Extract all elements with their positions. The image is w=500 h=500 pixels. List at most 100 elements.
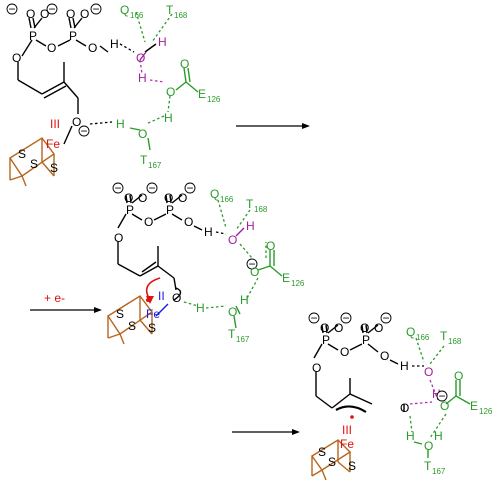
atom-o: O	[440, 399, 449, 413]
atom-fe: Fe	[340, 437, 354, 451]
atom-o: O	[164, 191, 173, 205]
panel-3-product-complex	[310, 324, 471, 481]
atom-o: O	[312, 361, 321, 375]
water-o: O	[424, 365, 433, 379]
charge-minus: −	[383, 311, 390, 325]
residue-number: 126	[291, 279, 305, 288]
atom-o: O	[228, 305, 237, 319]
atom-o: O	[424, 439, 433, 453]
atom-h: H	[116, 117, 125, 131]
water-h: H	[432, 387, 441, 401]
residue-number: 126	[207, 95, 221, 104]
water-h: H	[158, 35, 167, 49]
atom-o: O	[180, 57, 189, 71]
arrowhead	[302, 123, 310, 129]
atom-o: O	[47, 41, 56, 55]
residue-t: T	[440, 329, 448, 343]
atom-p: P	[166, 203, 174, 217]
radical-dot	[146, 298, 150, 302]
atom-o: O	[250, 265, 259, 279]
residue-e: E	[198, 87, 206, 101]
atom-o: O	[138, 191, 147, 205]
atom-s: S	[328, 455, 336, 469]
water-o: O	[228, 233, 237, 247]
atom-h: H	[400, 359, 409, 373]
water-o: O	[136, 51, 145, 65]
residue-number: 166	[416, 333, 430, 342]
residue-t: T	[228, 327, 236, 341]
residue-q: Q	[406, 325, 415, 339]
atom-o: O	[374, 321, 383, 335]
residue-number: 168	[254, 205, 268, 214]
atom-o: O	[144, 215, 153, 229]
fe-oxidation-iii: III	[50, 117, 60, 131]
atom-p: P	[322, 333, 330, 347]
atom-o: O	[178, 191, 187, 205]
charge-minus: −	[9, 2, 16, 16]
atom-o: O	[166, 85, 175, 99]
water-h: H	[246, 219, 255, 233]
atom-o: O	[380, 349, 389, 363]
water-h: H	[138, 71, 147, 85]
residue-t: T	[166, 3, 174, 17]
atom-s: S	[116, 307, 124, 321]
residue-t: T	[424, 459, 432, 473]
residue-number: 168	[448, 337, 462, 346]
panel-1-fe3-substrate-complex	[9, 11, 199, 187]
atom-o: O	[114, 231, 123, 245]
atom-s: S	[50, 161, 58, 175]
atom-s: S	[318, 445, 326, 459]
residue-q: Q	[210, 187, 219, 201]
atom-h: H	[406, 429, 415, 443]
atom-h: H	[204, 225, 213, 239]
atom-o: O	[184, 215, 193, 229]
atom-s: S	[128, 319, 136, 333]
atom-p: P	[29, 29, 37, 43]
charge-minus: −	[49, 2, 56, 16]
panel-2-fe2-radical-complex	[107, 194, 283, 345]
atom-o: O	[66, 7, 75, 21]
atom-o: O	[72, 115, 81, 129]
atom-p: P	[362, 333, 370, 347]
residue-number: 167	[236, 335, 250, 344]
atom-o: O	[80, 7, 89, 21]
atom-s: S	[18, 147, 26, 161]
atom-s: S	[30, 157, 38, 171]
arrowhead	[292, 429, 300, 435]
residue-t: T	[246, 197, 254, 211]
atom-o: O	[138, 127, 147, 141]
atom-o: O	[40, 7, 49, 21]
residue-e: E	[282, 271, 290, 285]
charge-minus: −	[149, 181, 156, 195]
residue-e: E	[470, 399, 478, 413]
residue-number: 168	[174, 11, 188, 20]
atom-o: O	[334, 321, 343, 335]
charge-minus: −	[187, 181, 194, 195]
atom-h: H	[164, 111, 173, 125]
atom-o: O	[454, 369, 463, 383]
panel-3-labels: − − − O O O O P P O O O H O Q 166 T 168 …	[308, 311, 493, 476]
atom-o: O	[124, 191, 133, 205]
atom-o: O	[12, 51, 21, 65]
charge-minus: −	[249, 257, 256, 271]
residue-number: 167	[148, 161, 162, 170]
residue-number: 166	[130, 11, 144, 20]
charge-minus: −	[343, 311, 350, 325]
atom-h: H	[196, 301, 205, 315]
residue-number: 167	[432, 467, 446, 476]
atom-o: O	[88, 41, 97, 55]
charge-minus: −	[93, 2, 100, 16]
atom-fe: Fe	[146, 307, 160, 321]
atom-s: S	[348, 459, 356, 473]
atom-o: O	[26, 7, 35, 21]
residue-q: Q	[120, 3, 129, 17]
panel-1-labels: − − − O O O O P P O O O H O H H Q 166 T …	[6, 2, 221, 175]
atom-o: O	[360, 321, 369, 335]
fe-oxidation-ii: II	[158, 289, 165, 303]
charge-minus: −	[311, 311, 318, 325]
atom-s: S	[148, 321, 156, 335]
charge-minus: −	[115, 181, 122, 195]
atom-h: H	[240, 293, 249, 307]
residue-number: 126	[479, 407, 493, 416]
atom-o: O	[320, 321, 329, 335]
